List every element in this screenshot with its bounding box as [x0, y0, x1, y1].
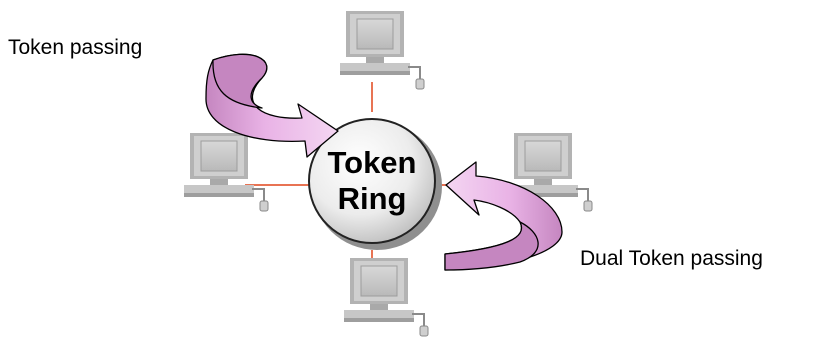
token-ring-label-line2: Ring [337, 181, 407, 216]
token-ring-label-line1: Token [327, 145, 417, 180]
computer-top-icon [339, 10, 425, 90]
token-passing-label: Token passing [8, 36, 143, 59]
token-ring-label: Token Ring [310, 145, 434, 217]
computer-left-icon [183, 132, 269, 212]
dual-token-passing-arrow [444, 161, 563, 271]
token-ring-node [308, 118, 442, 250]
dual-token-passing-label: Dual Token passing [580, 247, 763, 270]
computer-bottom-icon [343, 257, 429, 337]
token-passing-arrow [205, 53, 339, 158]
